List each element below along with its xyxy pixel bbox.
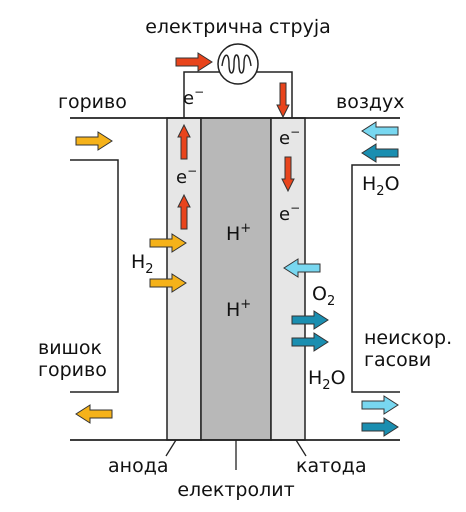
excess-fuel-label-2: гориво bbox=[38, 359, 107, 381]
proton-label-2: H+ bbox=[226, 297, 251, 321]
electron-label-cathode-2: e− bbox=[279, 201, 300, 225]
electron-label-cathode-1: e− bbox=[279, 125, 300, 149]
water-return-arrow bbox=[361, 143, 399, 163]
electron-arrow-top bbox=[175, 52, 213, 72]
unused-gas-label-1: неискор. bbox=[364, 327, 452, 349]
electron-label-anode: e− bbox=[176, 164, 197, 188]
fuel-inlet-arrow bbox=[75, 131, 113, 151]
cathode-label: катода bbox=[296, 455, 367, 477]
right-channel-wall bbox=[351, 164, 400, 393]
electrolyte-layer bbox=[200, 117, 272, 441]
air-in-label: воздух bbox=[336, 91, 405, 113]
anode-leader-line bbox=[165, 439, 177, 457]
electrolyte-label: електролит bbox=[177, 479, 294, 501]
cathode-leader-line bbox=[295, 439, 307, 457]
unused-gas-arrow bbox=[361, 395, 399, 415]
lamp-icon bbox=[217, 43, 259, 85]
electron-label-circuit: e− bbox=[183, 85, 204, 109]
hydrogen-label: H2 bbox=[131, 251, 154, 277]
electron-arrow-down-right-top bbox=[276, 82, 290, 118]
water-top-label: H2O bbox=[362, 173, 400, 199]
excess-fuel-outlet-arrow bbox=[75, 404, 113, 424]
oxygen-label: O2 bbox=[312, 283, 335, 309]
excess-fuel-label-1: вишок bbox=[38, 337, 102, 359]
water-outlet-arrow bbox=[361, 417, 399, 437]
water-bottom-label: H2O bbox=[308, 367, 346, 393]
fuel-in-label: гориво bbox=[58, 91, 127, 113]
proton-label-1: H+ bbox=[226, 221, 251, 245]
unused-gas-label-2: гасови bbox=[364, 349, 431, 371]
left-channel-wall bbox=[70, 159, 119, 393]
diagram-title: електрична струја bbox=[145, 16, 331, 38]
air-inlet-arrow bbox=[361, 121, 399, 141]
anode-label: анода bbox=[108, 455, 168, 477]
